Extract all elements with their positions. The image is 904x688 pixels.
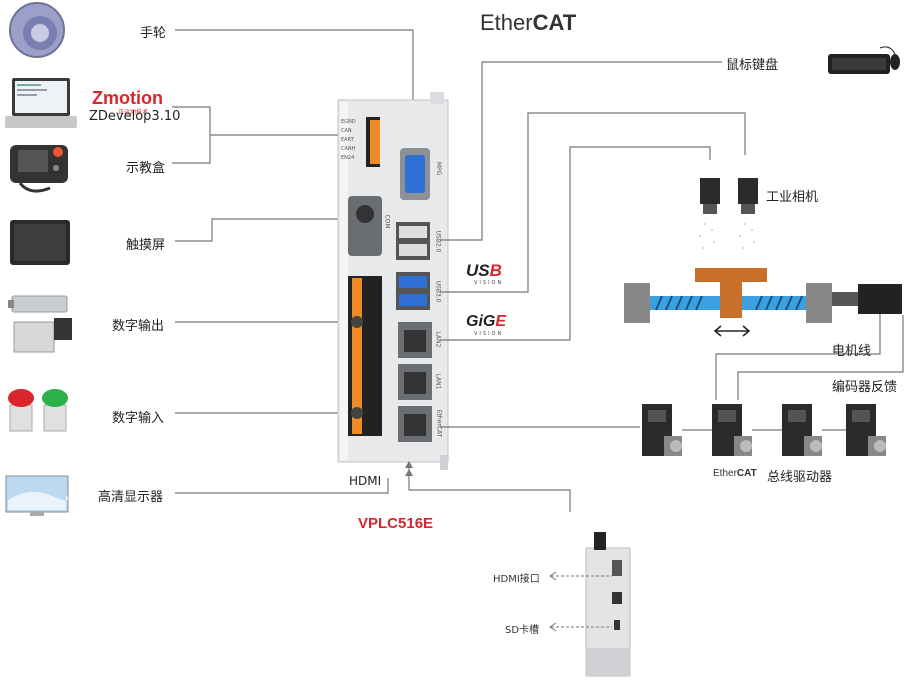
usb3-vision-text: VISION [474, 280, 504, 286]
label-motor-line: 电机线 [832, 344, 872, 359]
teach-pendant-image [10, 145, 68, 193]
label-hdmi-port: HDMI接口 [493, 574, 540, 585]
label-zdevelop: ZDevelop3.10 [89, 109, 181, 124]
zmotion-logo-sub: 正运动技术 [118, 109, 149, 116]
gige-vision-text: VISION [474, 331, 504, 337]
label-handwheel: 手轮 [140, 26, 167, 41]
handwheel-image [9, 2, 65, 58]
port-label-usb3: USB3.0 [434, 280, 442, 303]
port-label-lan2: LAN2 [434, 331, 442, 348]
laptop-image [5, 78, 77, 128]
camera-image [699, 178, 758, 249]
label-digital-input: 数字输入 [112, 411, 165, 426]
left-wires [172, 29, 414, 494]
port-label-mpg: MPG [435, 161, 443, 176]
label-industrial-camera: 工业相机 [766, 190, 819, 205]
controller-side-image [585, 532, 631, 677]
label-hd-display: 高清显示器 [98, 490, 164, 505]
usb3-vision-logo: USB [466, 261, 502, 280]
side-arrows [549, 571, 557, 632]
label-touchscreen: 触摸屏 [126, 238, 166, 253]
terminal-label: CANH [341, 146, 356, 152]
controller-model: VPLC516E [358, 515, 434, 532]
ethercat-small-logo: EtherCAT [713, 468, 757, 479]
terminal-label: CAN [341, 128, 352, 134]
touchscreen-image [10, 220, 70, 265]
label-hdmi: HDMI [349, 474, 382, 488]
pushbutton-image [8, 389, 68, 432]
side-dashed-lines [551, 575, 612, 628]
ethercat-logo: EtherCAT [480, 10, 577, 35]
label-mouse-keyboard: 鼠标键盘 [726, 58, 779, 73]
arrow-heads [405, 461, 413, 476]
terminal-label: EN24 [341, 155, 355, 161]
port-label-lan1: LAN1 [434, 373, 442, 390]
terminal-labels: EGND CAN EART CANH EN24 [341, 118, 356, 163]
label-digital-output: 数字输出 [112, 319, 165, 334]
servo-drives-image [642, 404, 886, 456]
monitor-image [5, 475, 69, 516]
zmotion-logo: Zmotion [92, 88, 163, 108]
label-bus-driver: 总线驱动器 [767, 470, 833, 485]
linear-stage-image [624, 268, 902, 337]
right-wires [408, 61, 904, 512]
terminal-label: EART [341, 137, 354, 143]
port-label-usb2: USB2.0 [434, 230, 442, 253]
port-label-com: COM [383, 214, 391, 229]
port-label-ethercat: EtherCAT [435, 409, 443, 438]
gige-vision-logo: GiGE [466, 313, 507, 330]
keyboard-mouse-image [828, 46, 900, 74]
terminal-label: EGND [341, 119, 356, 125]
label-sd-slot: SD卡槽 [505, 625, 540, 636]
label-encoder-feedback: 编码器反馈 [832, 380, 898, 395]
label-teach-pendant: 示教盒 [126, 161, 166, 176]
actuator-image [8, 295, 72, 353]
controller-body [337, 92, 449, 470]
